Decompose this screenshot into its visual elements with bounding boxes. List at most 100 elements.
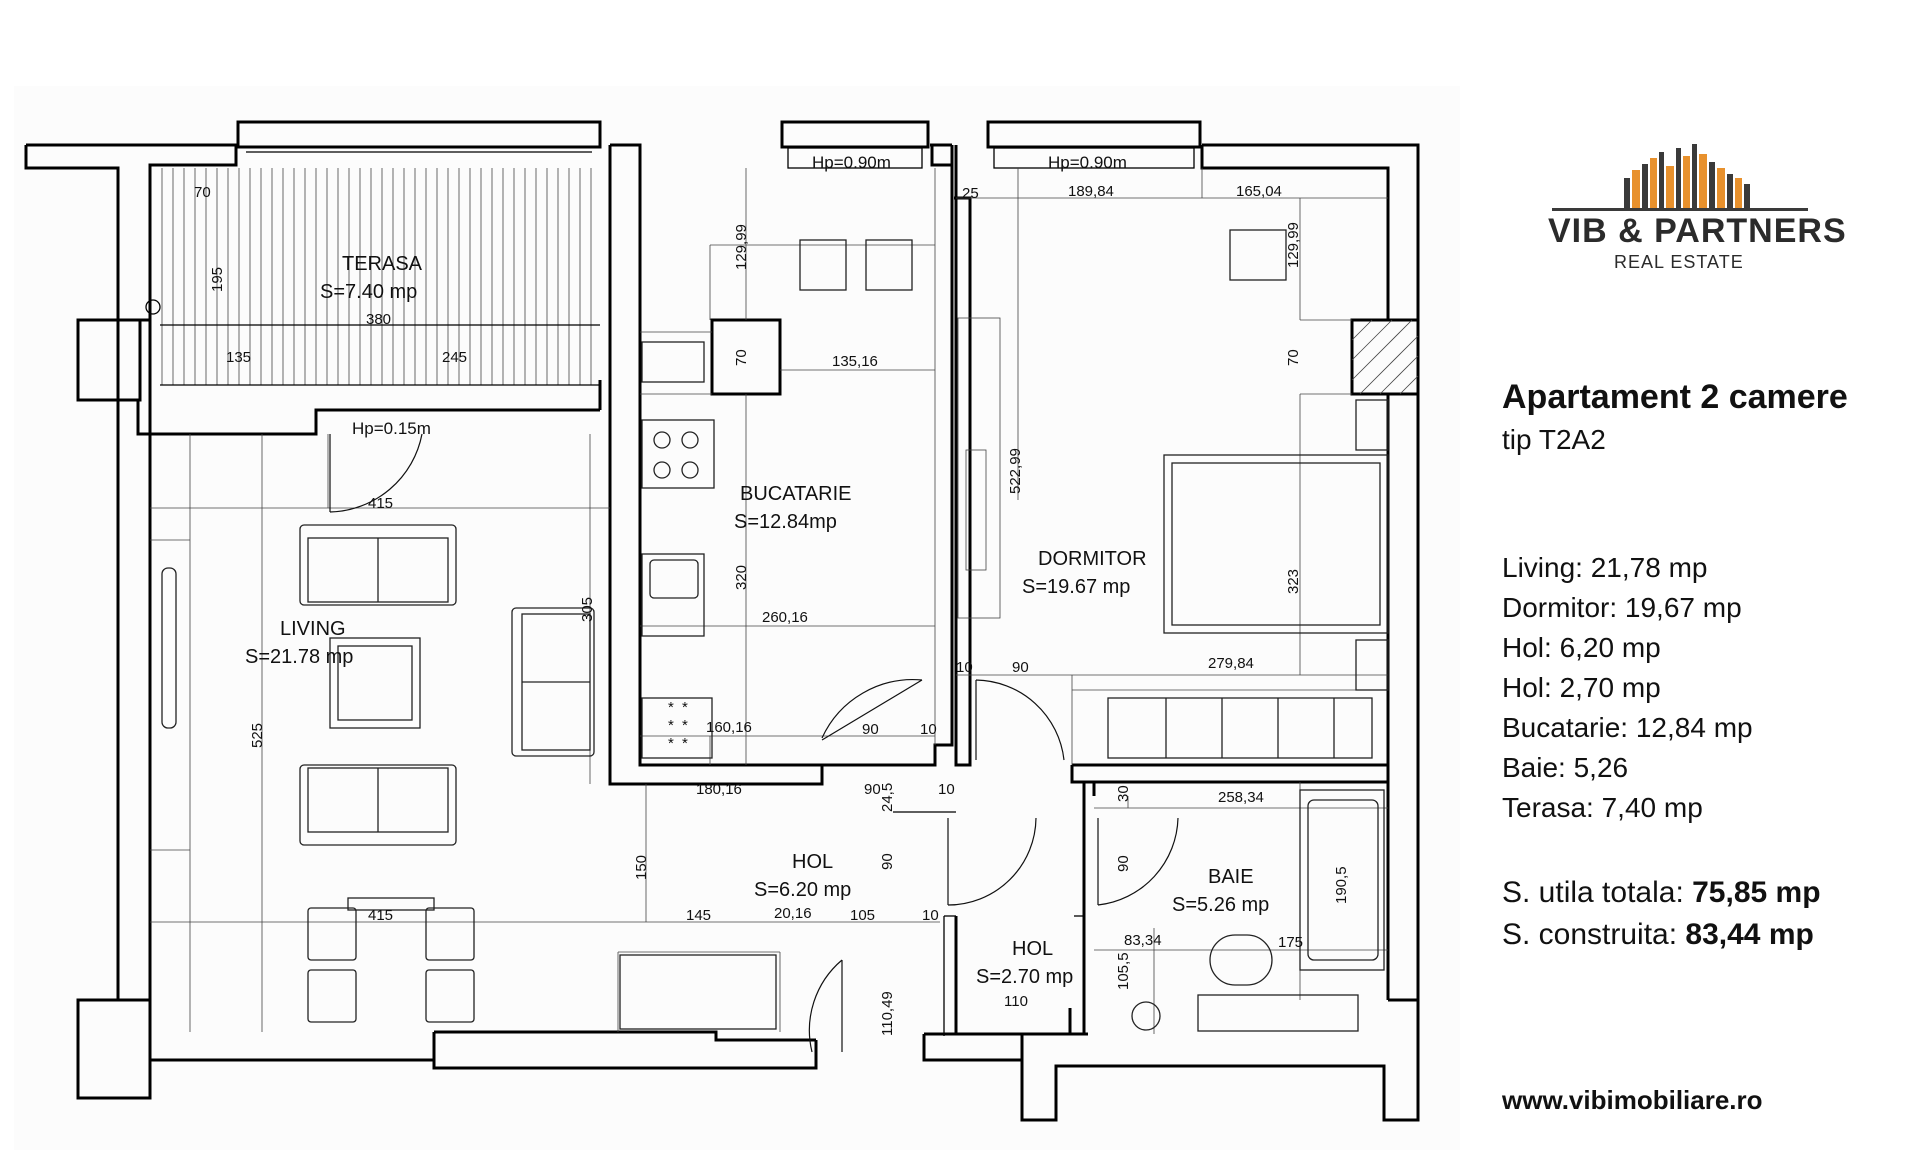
- website-link[interactable]: www.vibimobiliare.ro: [1502, 1085, 1763, 1115]
- built-area-label: S. construita:: [1502, 918, 1686, 951]
- fridge: [641, 697, 713, 759]
- dim-label: 145: [686, 907, 711, 924]
- useful-area: S. utila totala: 75,85 mp: [1502, 872, 1821, 914]
- dim-label: 110,49: [879, 991, 896, 1036]
- tv-unit: [161, 567, 177, 729]
- chair: [865, 239, 913, 291]
- dim-label: 150: [633, 855, 650, 880]
- dim-label: 110: [1004, 993, 1028, 1010]
- dim-label: 258,34: [1218, 789, 1264, 806]
- logo-building-bar: [1666, 166, 1674, 208]
- dim-label: 129,99: [733, 224, 750, 270]
- logo-building-bar: [1744, 184, 1750, 208]
- dim-label: 189,84: [1068, 183, 1114, 200]
- room-name-living: LIVING: [280, 618, 346, 640]
- dim-label: 10: [938, 781, 955, 798]
- dim-label: 135: [226, 349, 251, 366]
- room-area-living: S=21.78 mp: [245, 646, 353, 668]
- dim-label: 90: [864, 781, 881, 798]
- dim-label: 175: [1278, 934, 1303, 951]
- sofa-bottom: [299, 764, 457, 846]
- logo-building-bar: [1735, 178, 1742, 208]
- dim-label: 70: [1285, 349, 1302, 366]
- dim-label: 83,34: [1124, 932, 1162, 949]
- area-list: Living: 21,78 mp Dormitor: 19,67 mp Hol:…: [1502, 548, 1753, 828]
- room-name-hol-2: HOL: [1012, 938, 1053, 960]
- area-item-dormitor: Dormitor: 19,67 mp: [1502, 592, 1742, 623]
- chair: [799, 239, 847, 291]
- hatched-column: [1350, 318, 1420, 396]
- dim-label: 25: [962, 185, 979, 202]
- svg-text:*: *: [668, 717, 674, 734]
- logo-building-bar: [1650, 158, 1657, 208]
- dim-label: 70: [733, 349, 750, 366]
- svg-text:*: *: [668, 735, 674, 752]
- coffee-table: [329, 637, 421, 729]
- walls: [24, 120, 1420, 1122]
- room-name-baie: BAIE: [1208, 866, 1254, 888]
- wardrobe: [1107, 697, 1373, 759]
- brand-name: VIB & PARTNERS: [1548, 212, 1847, 250]
- terrace-deck: [161, 168, 592, 385]
- dim-label: 90: [862, 721, 879, 738]
- room-name-dormitor: DORMITOR: [1038, 548, 1147, 570]
- bathtub: [1299, 789, 1385, 971]
- logo-building-bar: [1709, 162, 1715, 208]
- dining-table: [347, 897, 435, 911]
- dim-label: 10: [956, 659, 973, 676]
- dim-label: 260,16: [762, 609, 808, 626]
- dim-label: 165,04: [1236, 183, 1282, 200]
- dim-label: 195: [209, 267, 226, 292]
- dim-label: 90: [1115, 855, 1132, 872]
- toilet: [1209, 934, 1273, 986]
- apartment-type: tip T2A2: [1502, 424, 1606, 455]
- logo-building-bar: [1727, 174, 1733, 208]
- dim-label: 20,16: [774, 905, 812, 922]
- dim-label: 105: [850, 907, 875, 924]
- room-name-hol-1: HOL: [792, 851, 833, 873]
- dimensions: 70 195 380 135 245 415 525 415 305 129,9…: [194, 183, 1350, 1036]
- logo-building-bar: [1624, 178, 1630, 208]
- useful-area-value: 75,85 mp: [1692, 876, 1821, 909]
- dim-label: 160,16: [706, 719, 752, 736]
- room-area-hol-1: S=6.20 mp: [754, 879, 851, 901]
- room-labels: TERASA S=7.40 mp LIVING S=21.78 mp BUCAT…: [245, 253, 1269, 988]
- dim-label: 135,16: [832, 353, 878, 370]
- room-area-dormitor: S=19.67 mp: [1022, 576, 1130, 598]
- room-area-bucatarie: S=12.84mp: [734, 511, 837, 533]
- room-area-terasa: S=7.40 mp: [320, 281, 417, 303]
- dim-label: 180,16: [696, 781, 742, 798]
- dim-label: 415: [368, 495, 393, 512]
- window-heights: Hp=0.90m Hp=0.90m Hp=0.15m: [352, 153, 1127, 438]
- useful-area-label: S. utila totala:: [1502, 876, 1693, 909]
- area-item-terasa: Terasa: 7,40 mp: [1502, 792, 1703, 823]
- window-height-living: Hp=0.15m: [352, 419, 431, 438]
- dim-label: 380: [366, 311, 391, 328]
- svg-text:*: *: [682, 717, 688, 734]
- area-item-hol-1: Hol: 6,20 mp: [1502, 632, 1661, 663]
- dim-label: 10: [922, 907, 939, 924]
- dim-label: 105,5: [1115, 952, 1132, 990]
- doors: [329, 433, 1179, 1053]
- dim-label: 320: [733, 565, 750, 590]
- dim-label: 90: [1012, 659, 1029, 676]
- logo-skyline: [1552, 144, 1808, 211]
- totals: S. utila totala: 75,85 mp S. construita:…: [1502, 872, 1821, 956]
- area-item-baie: Baie: 5,26: [1502, 752, 1629, 783]
- dim-label: 323: [1285, 569, 1302, 594]
- area-item-hol-2: Hol: 2,70 mp: [1502, 672, 1661, 703]
- logo-building-bar: [1642, 164, 1648, 208]
- dim-label: 522,99: [1007, 448, 1024, 494]
- logo-building-bar: [1676, 148, 1681, 208]
- sofa-top: [299, 524, 457, 606]
- dim-label: 90: [879, 853, 896, 870]
- svg-text:*: *: [668, 699, 674, 716]
- dim-label: 30: [1115, 785, 1132, 802]
- logo-building-bar: [1632, 170, 1640, 208]
- sink: [641, 553, 705, 637]
- shower-drain: [1131, 1001, 1161, 1031]
- logo-building-bar: [1659, 152, 1664, 208]
- window-height-bedroom: Hp=0.90m: [1048, 153, 1127, 172]
- dim-label: 70: [194, 184, 211, 201]
- furniture: ** ** **: [161, 229, 1389, 1032]
